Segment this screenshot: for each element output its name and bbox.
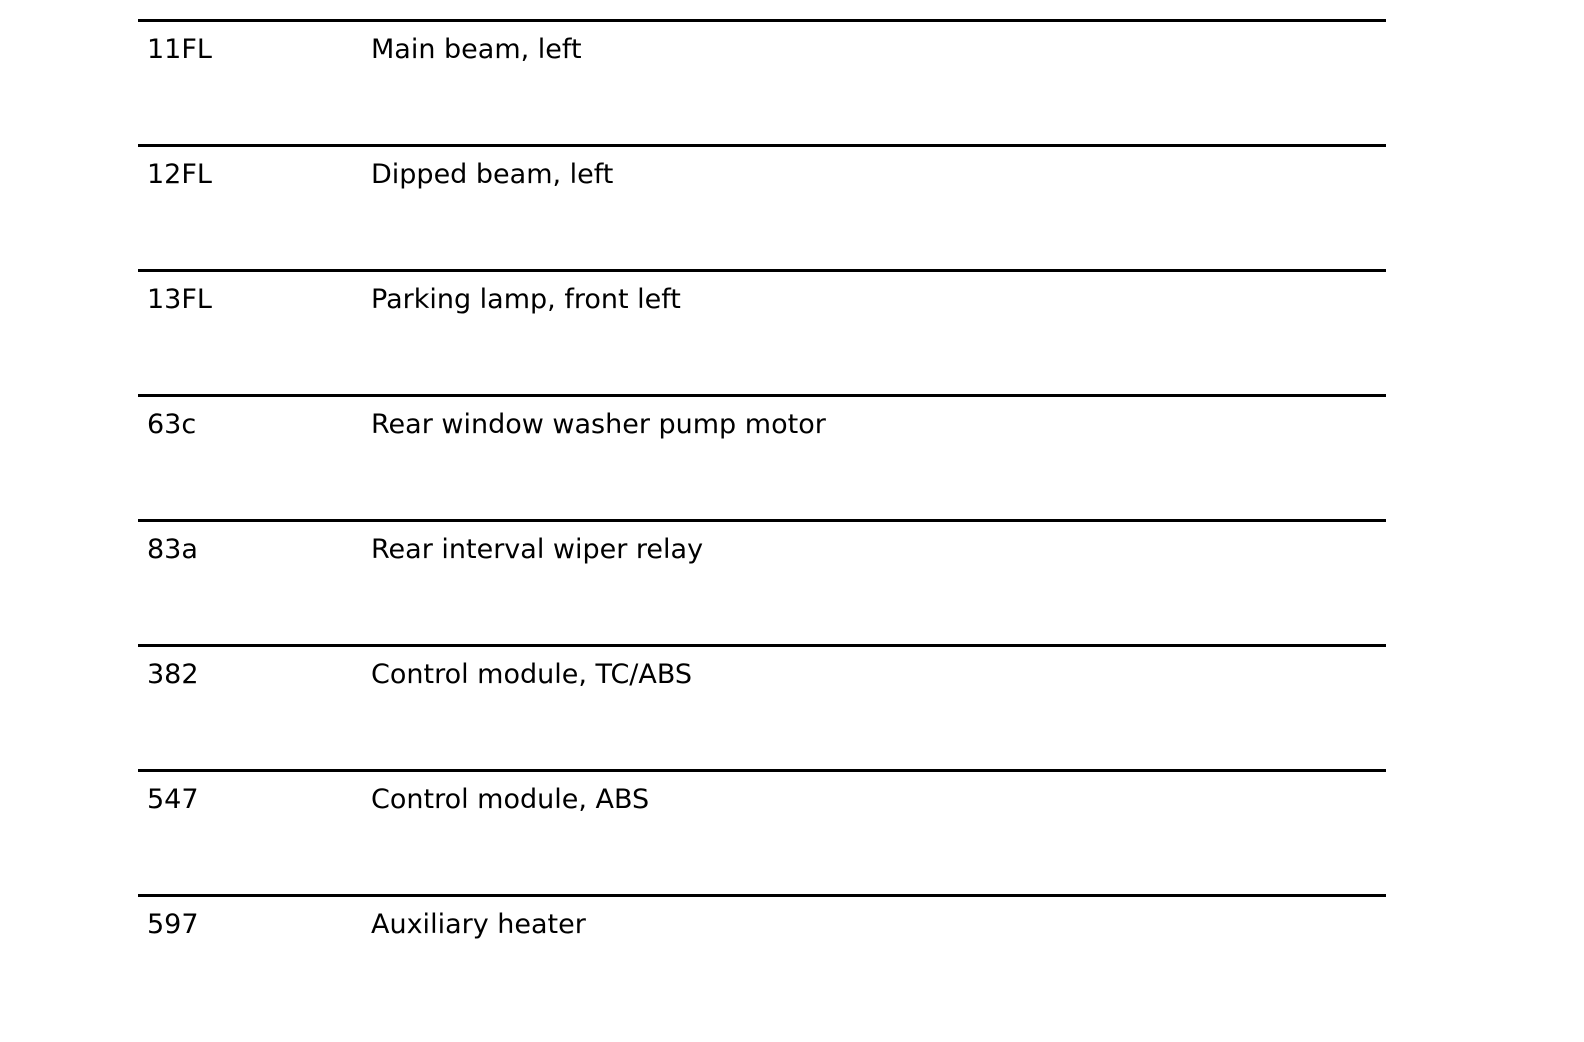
component-code: 63c [147, 409, 197, 440]
component-description: Dipped beam, left [371, 159, 614, 190]
component-description: Control module, TC/ABS [371, 659, 693, 690]
table-row: 547 Control module, ABS [138, 769, 1386, 894]
component-code: 547 [147, 784, 199, 815]
table-row: 382 Control module, TC/ABS [138, 644, 1386, 769]
component-description: Rear interval wiper relay [371, 534, 704, 565]
component-description: Main beam, left [371, 34, 582, 65]
component-description: Auxiliary heater [371, 909, 586, 940]
table-row: 83a Rear interval wiper relay [138, 519, 1386, 644]
component-description: Rear window washer pump motor [371, 409, 826, 440]
component-description: Parking lamp, front left [371, 284, 681, 315]
table-row: 12FL Dipped beam, left [138, 144, 1386, 269]
component-code: 12FL [147, 159, 212, 190]
component-code: 382 [147, 659, 199, 690]
table-row: 63c Rear window washer pump motor [138, 394, 1386, 519]
table-row: 13FL Parking lamp, front left [138, 269, 1386, 394]
component-table: 11FL Main beam, left 12FL Dipped beam, l… [138, 19, 1386, 1019]
table-row: 11FL Main beam, left [138, 19, 1386, 144]
component-code: 11FL [147, 34, 212, 65]
component-description: Control module, ABS [371, 784, 650, 815]
component-code: 83a [147, 534, 198, 565]
table-row: 597 Auxiliary heater [138, 894, 1386, 1019]
component-code: 13FL [147, 284, 212, 315]
component-code: 597 [147, 909, 199, 940]
